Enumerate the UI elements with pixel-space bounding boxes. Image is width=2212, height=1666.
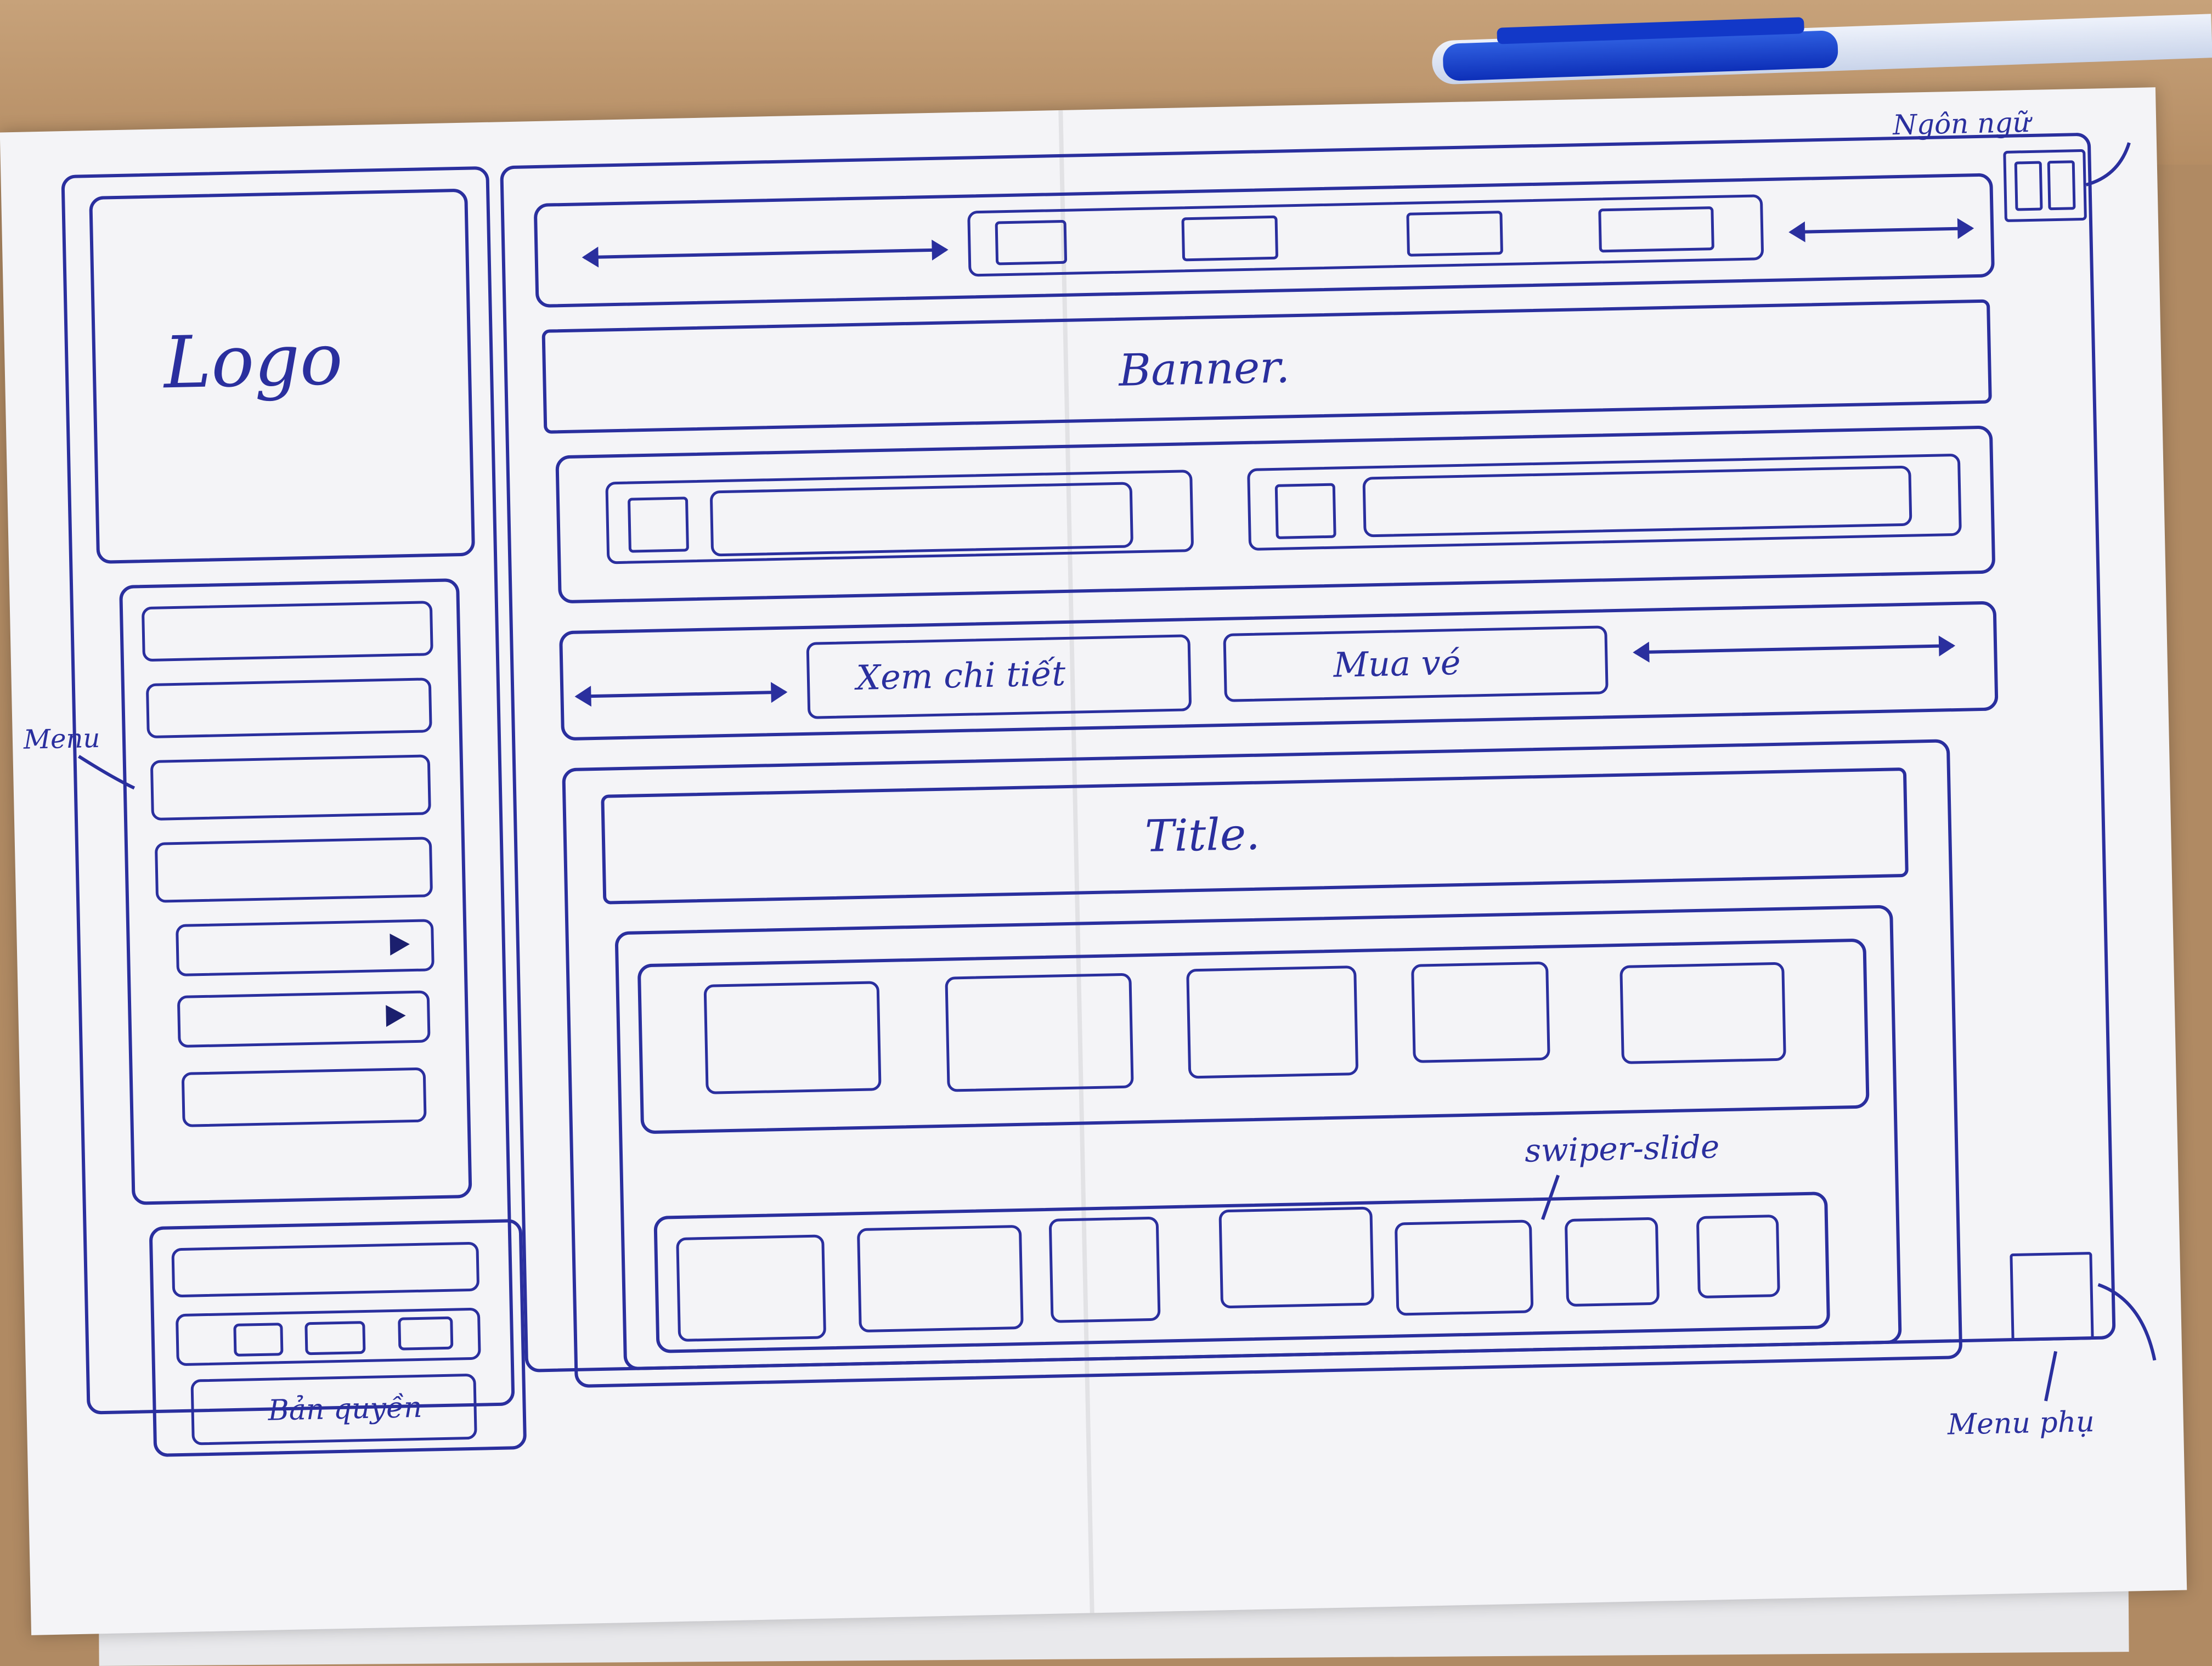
swiper-pointer (1541, 1174, 1560, 1220)
menu-pointer (77, 755, 136, 790)
submenu-curve (2097, 1283, 2157, 1361)
wireframe-sheet: Logo Menu Bản quyền Ngôn ngữ Banner. Xem… (0, 87, 2187, 1635)
language-pointer (2085, 142, 2131, 187)
annotation-strokes (77, 142, 2157, 1402)
submenu-pointer (2044, 1351, 2058, 1402)
